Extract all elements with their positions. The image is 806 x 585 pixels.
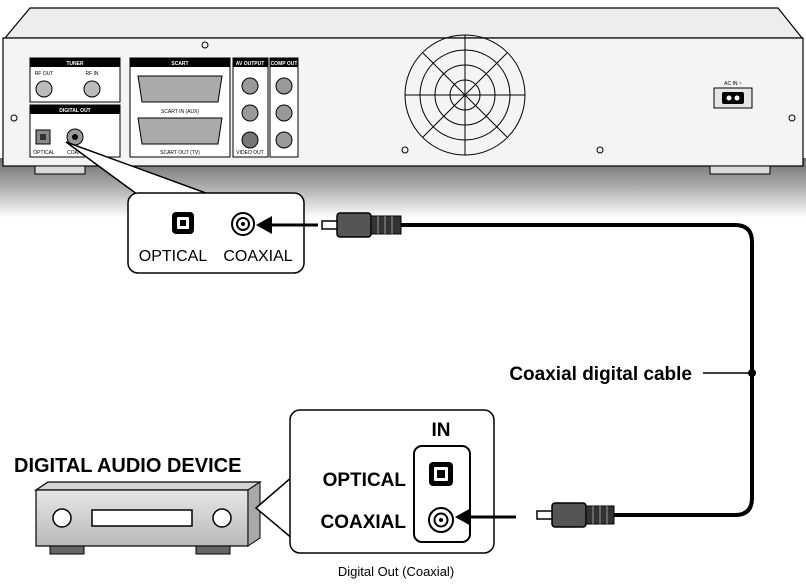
diagram-caption: Digital Out (Coaxial) bbox=[338, 564, 454, 579]
arrow-into-device-coaxial bbox=[455, 508, 516, 526]
callout-bottom-in-label: IN bbox=[432, 420, 451, 441]
coaxial-cable: Coaxial digital cable bbox=[321, 212, 756, 528]
cable-label: Coaxial digital cable bbox=[509, 364, 692, 385]
scart-header bbox=[130, 58, 230, 67]
cable-label-dot bbox=[748, 369, 756, 377]
screw-icon bbox=[401, 146, 409, 154]
player-foot-left bbox=[34, 165, 86, 175]
av-output-label: AV OUTPUT bbox=[236, 61, 265, 67]
arrow-into-player-coaxial bbox=[256, 216, 318, 234]
comp-jack-icon bbox=[275, 104, 293, 122]
rca-plug-bottom-icon bbox=[536, 502, 615, 528]
callout-top-optical-label: OPTICAL bbox=[139, 248, 208, 265]
callout-top-coaxial-label: COAXIAL bbox=[223, 248, 292, 265]
scart-in-label: SCART IN (AUX) bbox=[161, 109, 199, 115]
comp-jack-icon bbox=[275, 131, 293, 149]
digital-out-label: DIGITAL OUT bbox=[59, 108, 90, 114]
callout-player-digital-out: OPTICAL COAXIAL bbox=[65, 141, 305, 274]
digital-audio-device: DIGITAL AUDIO DEVICE bbox=[14, 455, 262, 555]
comp-out-label: COMP OUT bbox=[271, 61, 298, 67]
video-jack-icon bbox=[241, 131, 259, 149]
scart-out-socket-icon bbox=[137, 117, 223, 145]
coaxial-small-label: COAXIAL bbox=[67, 150, 89, 156]
fan-vent-icon bbox=[404, 34, 526, 156]
jack-panel bbox=[413, 445, 471, 543]
comp-jack-icon bbox=[275, 77, 293, 95]
rf-in-jack-icon bbox=[83, 80, 101, 98]
device-foot-left bbox=[49, 545, 85, 555]
optical-small-label: OPTICAL bbox=[33, 150, 55, 156]
rf-out-jack-icon bbox=[35, 80, 53, 98]
video-out-label: VIDEO OUT bbox=[236, 150, 264, 156]
scart-in-socket-icon bbox=[137, 75, 223, 103]
scart-label: SCART bbox=[171, 61, 188, 67]
rf-out-label: RF OUT bbox=[35, 71, 54, 77]
device-display bbox=[91, 509, 193, 527]
tuner-label: TUNER bbox=[66, 61, 84, 67]
device-foot-right bbox=[195, 545, 231, 555]
player-rear-face bbox=[2, 37, 804, 167]
callout-box bbox=[127, 192, 305, 274]
device-side bbox=[247, 481, 261, 547]
screw-icon bbox=[10, 114, 18, 122]
callout-bottom-optical-label: OPTICAL bbox=[323, 470, 407, 491]
audio-jack-icon bbox=[241, 77, 259, 95]
digital-out-header bbox=[30, 105, 120, 114]
screw-icon bbox=[201, 41, 209, 49]
screw-icon bbox=[596, 146, 604, 154]
ac-in-label: AC IN ~ bbox=[724, 81, 742, 87]
device-knob-icon bbox=[52, 508, 72, 528]
player-rear-panel: TUNER RF OUT RF IN DIGITAL OUT OPTICAL C… bbox=[0, 7, 806, 218]
tuner-header bbox=[30, 58, 120, 67]
arrow-left-icon bbox=[256, 216, 272, 234]
player-top bbox=[3, 7, 804, 39]
rf-in-label: RF IN bbox=[85, 71, 98, 77]
audio-jack-icon bbox=[241, 104, 259, 122]
device-top bbox=[34, 481, 262, 491]
arrow-left-icon bbox=[455, 508, 471, 526]
player-foot-right bbox=[709, 165, 771, 175]
screw-icon bbox=[788, 114, 796, 122]
scart-out-label: SCART OUT (TV) bbox=[160, 150, 200, 156]
device-knob-icon bbox=[212, 508, 232, 528]
device-title: DIGITAL AUDIO DEVICE bbox=[14, 455, 241, 477]
callout-device-input: IN OPTICAL COAXIAL bbox=[254, 409, 495, 554]
callout-bottom-coaxial-label: COAXIAL bbox=[321, 512, 407, 533]
rca-plug-top-icon bbox=[321, 212, 402, 238]
